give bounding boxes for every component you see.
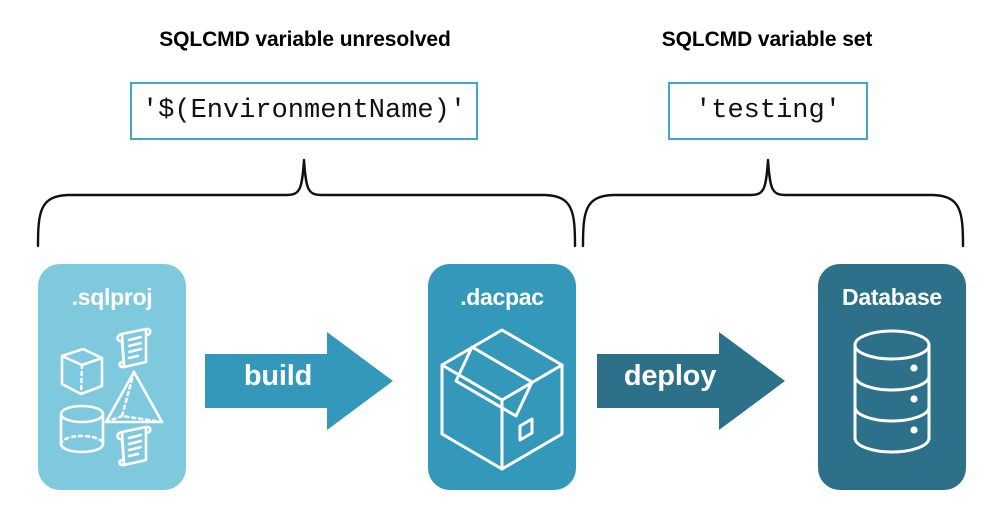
value-box-environment-name: '$(EnvironmentName)' — [130, 82, 478, 140]
script-scroll-icon — [116, 425, 152, 467]
arrow-deploy-shape — [597, 332, 785, 430]
arrow-deploy: deploy — [597, 330, 787, 432]
database-cylinder-icon — [853, 329, 931, 454]
stage-box-database: Database — [818, 264, 966, 490]
package-box-icon — [440, 328, 564, 471]
stage-label-database: Database — [842, 284, 942, 310]
stage-box-dacpac: .dacpac — [428, 264, 576, 490]
cube-icon — [60, 347, 104, 396]
curly-brace-left — [36, 158, 577, 248]
stage-label-dacpac: .dacpac — [460, 284, 544, 310]
cylinder-icon — [59, 404, 105, 454]
curly-brace-right — [581, 158, 965, 248]
database-artwork — [853, 329, 931, 454]
value-box-testing: 'testing' — [668, 82, 868, 140]
script-scroll-icon — [116, 327, 152, 369]
arrow-build-shape — [205, 332, 393, 430]
stage-box-sqlproj: .sqlproj — [38, 264, 186, 490]
database-status-dots — [910, 364, 918, 434]
stage-label-sqlproj: .sqlproj — [71, 284, 153, 310]
pyramid-icon — [104, 370, 164, 424]
arrow-build: build — [205, 330, 395, 432]
dacpac-artwork — [440, 328, 564, 471]
heading-sqlcmd-variable-unresolved: SQLCMD variable unresolved — [159, 28, 451, 51]
sqlproj-artwork — [59, 327, 164, 467]
heading-sqlcmd-variable-set: SQLCMD variable set — [661, 28, 873, 51]
